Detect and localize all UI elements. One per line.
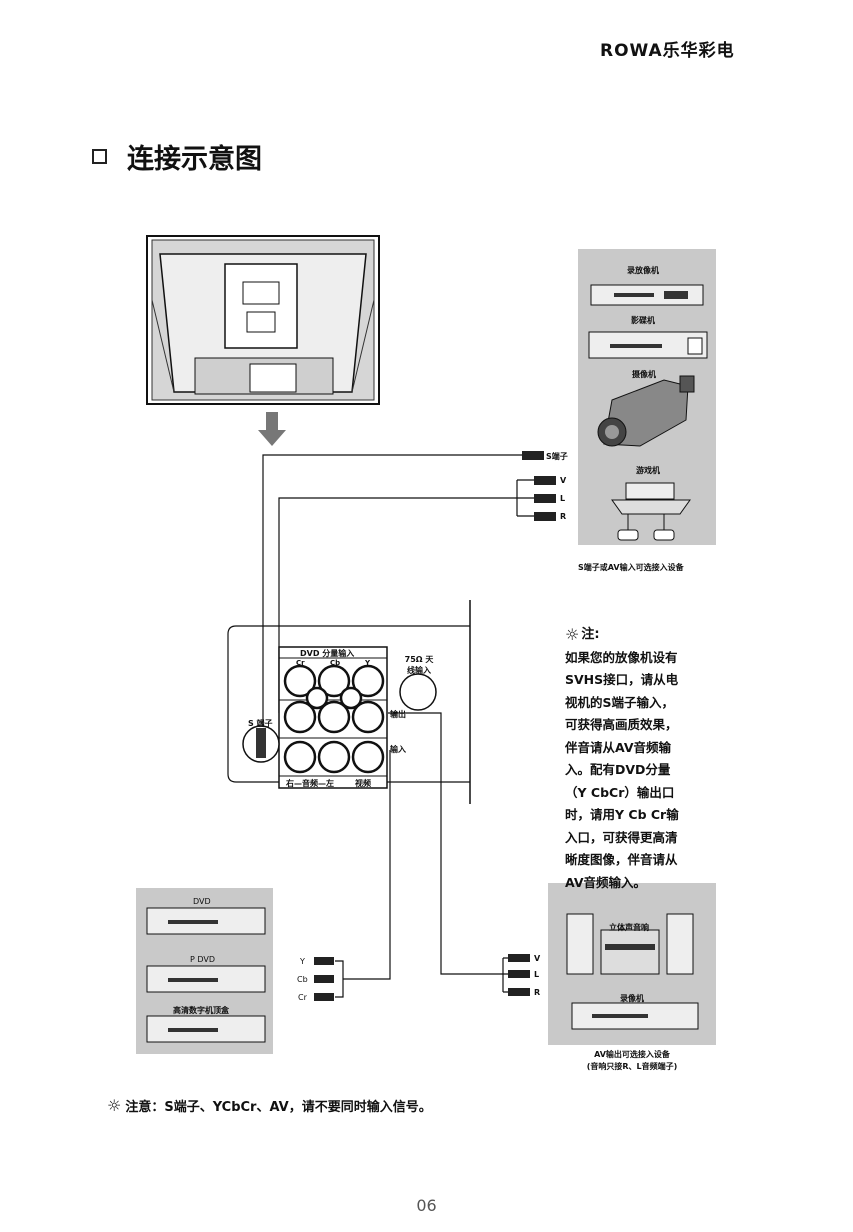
device-label-dvd: DVD (193, 897, 211, 906)
bottom-note-text: 注意：S端子、YCbCr、AV，请不要同时输入信号。 (125, 1100, 432, 1115)
dvd-group-label: DVD 分量输入 (300, 649, 355, 658)
video-bottom-label: 视频 (355, 779, 371, 788)
device-label-vcr: 录放像机 (627, 266, 659, 275)
sun-icon: ☼ (107, 1096, 122, 1115)
bottom-note: ☼ 注意：S端子、YCbCr、AV，请不要同时输入信号。 (107, 1096, 432, 1115)
note-line: 可获得高画质效果， (565, 717, 678, 732)
out-plug-label-r: R (534, 988, 541, 997)
jack-label-cb: Cb (330, 659, 341, 667)
brand-logo: ROWA乐华彩电 (600, 41, 735, 61)
note-heading: 注: (581, 627, 600, 642)
device-label-game: 游戏机 (636, 466, 660, 475)
note-line: AV音频输入。 (565, 874, 646, 890)
game-console-icon (611, 482, 691, 541)
section-title-text: 连接示意图 (127, 144, 262, 175)
jack-label-cr: Cr (296, 659, 305, 667)
plug-label-v: V (560, 476, 567, 485)
s-terminal-label: S 端子 (248, 719, 273, 728)
note-line: 伴音请从AV音频输 (565, 739, 672, 755)
device-label-recorder: 录像机 (620, 994, 644, 1003)
note-line: 入口，可获得更高清 (565, 829, 678, 845)
out-plug-label-l: L (534, 970, 540, 979)
right-device-caption: S端子或AV输入可选接入设备 (578, 563, 684, 572)
antenna-label: 75Ω 天线输入 (404, 655, 434, 675)
note-line: 入。配有DVD分量 (565, 762, 671, 777)
note-block: ☼ 注: 如果您的放像机设有 SVHS接口，请从电 视机的S端子输入， 可获得高… (565, 624, 730, 894)
plugs-top-right (522, 451, 556, 521)
tv-back-illustration (146, 235, 380, 405)
note-heading-row: ☼ 注: (565, 624, 730, 647)
output-label: 输出 (390, 710, 406, 719)
right-bottom-caption-2: (音响只接R、L音频端子) (586, 1062, 678, 1071)
section-title: 连接示意图 (92, 137, 262, 176)
note-line: （Y CbCr）输出口 (565, 784, 675, 800)
page-number: 06 (416, 1196, 437, 1215)
note-line: 如果您的放像机设有 (565, 649, 678, 665)
plug-label-s: S端子 (546, 452, 568, 461)
down-arrow-icon (258, 412, 286, 446)
note-line: SVHS接口，请从电 (565, 672, 679, 687)
audio-bottom-label: 右—音频—左 (286, 779, 334, 788)
jack-label-y: Y (365, 659, 371, 667)
plug-label-cr: Cr (298, 993, 307, 1002)
plug-label-l: L (560, 494, 566, 503)
note-line: 晰度图像，伴音请从 (565, 852, 678, 867)
checkbox-icon (92, 149, 107, 164)
device-label-camcorder: 摄像机 (632, 370, 656, 379)
device-label-amp: 立体声音响 (609, 923, 649, 932)
camcorder-icon (597, 375, 695, 447)
device-label-stb: 高清数字机顶盒 (173, 1006, 229, 1015)
right-bottom-caption-1: AV输出可选接入设备 (594, 1050, 670, 1059)
note-line: 视机的S端子输入， (565, 694, 675, 710)
note-line: 时，请用Y Cb Cr输 (565, 807, 679, 822)
input-label: 输入 (390, 745, 406, 754)
plug-label-cb: Cb (297, 975, 308, 984)
plug-label-r: R (560, 512, 567, 521)
device-label-vcd: 影碟机 (631, 316, 655, 325)
plug-label-y: Y (300, 957, 305, 966)
out-plug-label-v: V (534, 954, 541, 963)
sun-icon: ☼ (565, 625, 580, 644)
device-label-pdvd: P DVD (190, 955, 216, 964)
